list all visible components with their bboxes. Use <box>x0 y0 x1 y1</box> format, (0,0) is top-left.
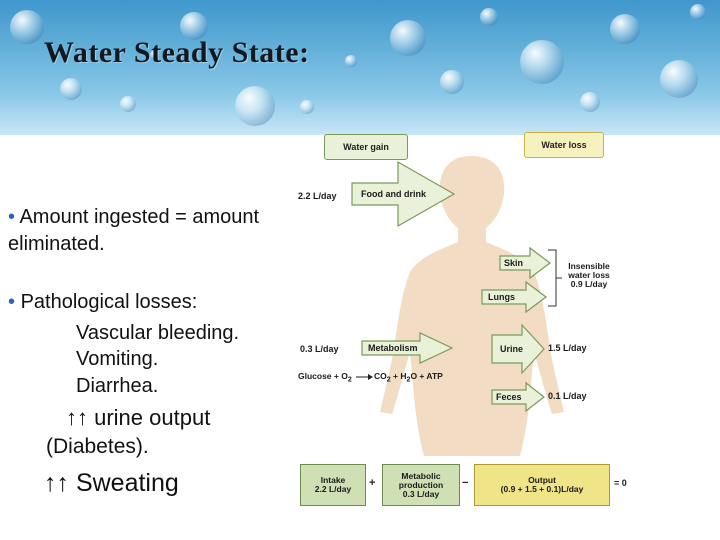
header-banner: Water Steady State: <box>0 0 720 135</box>
minus-sign: − <box>462 477 469 489</box>
output-box: Output (0.9 + 1.5 + 0.1)L/day <box>474 464 610 506</box>
urine-output-line: ↑↑ urine output <box>66 405 211 430</box>
bullet-1-line-2: eliminated. <box>8 233 105 255</box>
bubble <box>60 78 82 100</box>
loss-item: Vascular bleeding. <box>76 322 240 344</box>
intake-box: Intake 2.2 L/day <box>300 464 366 506</box>
urine-label: Urine <box>500 344 524 354</box>
metabolism-equation: Glucose + O2 <box>298 371 352 384</box>
body-shape <box>380 156 564 456</box>
skin-arrow <box>499 246 551 280</box>
bullet-dot: • <box>8 206 16 228</box>
skin-label: Skin <box>504 258 524 268</box>
loss-item: Diarrhea. <box>76 375 159 397</box>
diabetes-line: (Diabetes). <box>46 435 149 458</box>
urine-arrow <box>491 323 545 375</box>
bubble <box>580 92 600 112</box>
water-gain-label: Water gain <box>324 134 408 160</box>
bubble <box>690 4 706 20</box>
feces-rate: 0.1 L/day <box>548 391 587 401</box>
insensible-label: Insensible water loss 0.9 L/day <box>562 262 616 289</box>
lungs-label: Lungs <box>488 292 515 302</box>
water-loss-label: Water loss <box>524 132 604 158</box>
metabolism-equation-products: CO2 + H2O + ATP <box>374 371 443 384</box>
insensible-line: Insensible <box>568 261 610 271</box>
bubble <box>150 50 160 60</box>
bullet-2-text: Pathological losses: <box>20 291 198 313</box>
eq-part: O + ATP <box>410 371 443 381</box>
loss-item: Vomiting. <box>76 348 159 370</box>
bubble <box>235 86 275 126</box>
page-title: Water Steady State: <box>44 36 310 69</box>
urine-rate: 1.5 L/day <box>548 343 587 353</box>
eq-part: Glucose + O <box>298 371 348 381</box>
bubble <box>390 20 426 56</box>
bullet-2-head: • Pathological losses: <box>8 289 197 315</box>
bubble <box>10 10 44 44</box>
bubble <box>480 8 498 26</box>
bubble <box>440 70 464 94</box>
equals-zero: = 0 <box>614 478 627 488</box>
insensible-bracket <box>548 249 562 307</box>
eq-part: + H <box>390 371 407 381</box>
food-rate: 2.2 L/day <box>298 191 337 201</box>
bullet-1-text: Amount ingested = amount <box>19 206 260 228</box>
eq-sub: 2 <box>386 375 391 384</box>
food-label: Food and drink <box>361 189 426 199</box>
lungs-arrow <box>481 280 547 314</box>
bubble <box>120 96 136 112</box>
metabolic-line: Metabolic <box>401 470 441 481</box>
plus-sign: + <box>369 477 376 489</box>
eq-sub: 2 <box>347 375 352 384</box>
bubble <box>520 40 564 84</box>
insensible-line: water loss <box>568 270 610 280</box>
metabolism-label: Metabolism <box>368 343 418 353</box>
metabolism-rate: 0.3 L/day <box>300 344 339 354</box>
eq-part: CO <box>374 371 387 381</box>
bubble <box>300 100 314 114</box>
food-arrow <box>351 160 456 228</box>
metabolic-line: production <box>398 479 444 490</box>
metabolic-line: 0.3 L/day <box>402 488 440 499</box>
sweating-line: ↑↑ Sweating <box>44 469 179 497</box>
metabolic-production-box: Metabolic production 0.3 L/day <box>382 464 460 506</box>
intake-line: Intake <box>320 475 346 485</box>
feces-arrow <box>491 381 545 413</box>
bubble <box>345 55 357 67</box>
output-line: Output <box>528 475 556 485</box>
metabolism-arrow <box>361 332 454 364</box>
insensible-line: 0.9 L/day <box>570 279 608 289</box>
equation-arrowhead <box>368 374 373 380</box>
bullet-1-line-1: • Amount ingested = amount <box>8 204 259 230</box>
eq-sub: 2 <box>406 375 411 384</box>
feces-label: Feces <box>496 392 522 402</box>
bubble <box>660 60 698 98</box>
bullet-dot: • <box>8 291 16 313</box>
output-line: (0.9 + 1.5 + 0.1)L/day <box>500 484 584 494</box>
intake-line: 2.2 L/day <box>314 484 352 494</box>
bubble <box>610 14 640 44</box>
bubble <box>180 12 208 40</box>
